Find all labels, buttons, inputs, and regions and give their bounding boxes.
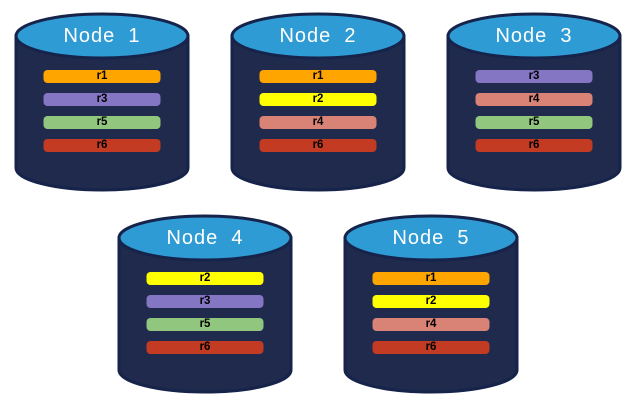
replica-list: r1 r2 r4 r6 bbox=[259, 70, 377, 152]
node-title: Node 4 bbox=[166, 226, 244, 249]
node-title: Node 2 bbox=[279, 24, 357, 47]
replica-bar: r1 bbox=[259, 70, 377, 83]
database-node-1: Node 1 r1 r3 r5 r6 bbox=[14, 12, 190, 192]
replica-bar: r3 bbox=[43, 93, 161, 106]
replica-bar: r5 bbox=[475, 116, 593, 129]
replica-bar: r4 bbox=[259, 116, 377, 129]
node-title: Node 3 bbox=[495, 24, 573, 47]
replica-bar: r6 bbox=[372, 341, 490, 354]
database-node-3: Node 3 r3 r4 r5 r6 bbox=[446, 12, 622, 192]
replica-bar: r6 bbox=[475, 139, 593, 152]
replica-bar: r5 bbox=[146, 318, 264, 331]
replica-bar: r4 bbox=[475, 93, 593, 106]
replica-bar: r1 bbox=[43, 70, 161, 83]
replica-bar: r1 bbox=[372, 272, 490, 285]
replica-bar: r6 bbox=[146, 341, 264, 354]
node-row-bottom: Node 4 r2 r3 r5 r6 Node 5 r1 r2 r4 r6 bbox=[0, 214, 636, 394]
replica-list: r2 r3 r5 r6 bbox=[146, 272, 264, 354]
replica-bar: r6 bbox=[43, 139, 161, 152]
replica-bar: r2 bbox=[259, 93, 377, 106]
replica-bar: r2 bbox=[372, 295, 490, 308]
database-node-5: Node 5 r1 r2 r4 r6 bbox=[343, 214, 519, 394]
replica-bar: r4 bbox=[372, 318, 490, 331]
node-row-top: Node 1 r1 r3 r5 r6 Node 2 r1 r2 r4 r6 bbox=[0, 0, 636, 192]
replica-bar: r3 bbox=[475, 70, 593, 83]
replica-bar: r2 bbox=[146, 272, 264, 285]
replica-list: r3 r4 r5 r6 bbox=[475, 70, 593, 152]
replica-bar: r6 bbox=[259, 139, 377, 152]
replica-list: r1 r2 r4 r6 bbox=[372, 272, 490, 354]
node-title: Node 5 bbox=[392, 226, 470, 249]
database-node-4: Node 4 r2 r3 r5 r6 bbox=[117, 214, 293, 394]
node-title: Node 1 bbox=[63, 24, 141, 47]
replica-bar: r5 bbox=[43, 116, 161, 129]
replica-bar: r3 bbox=[146, 295, 264, 308]
database-node-2: Node 2 r1 r2 r4 r6 bbox=[230, 12, 406, 192]
replica-list: r1 r3 r5 r6 bbox=[43, 70, 161, 152]
